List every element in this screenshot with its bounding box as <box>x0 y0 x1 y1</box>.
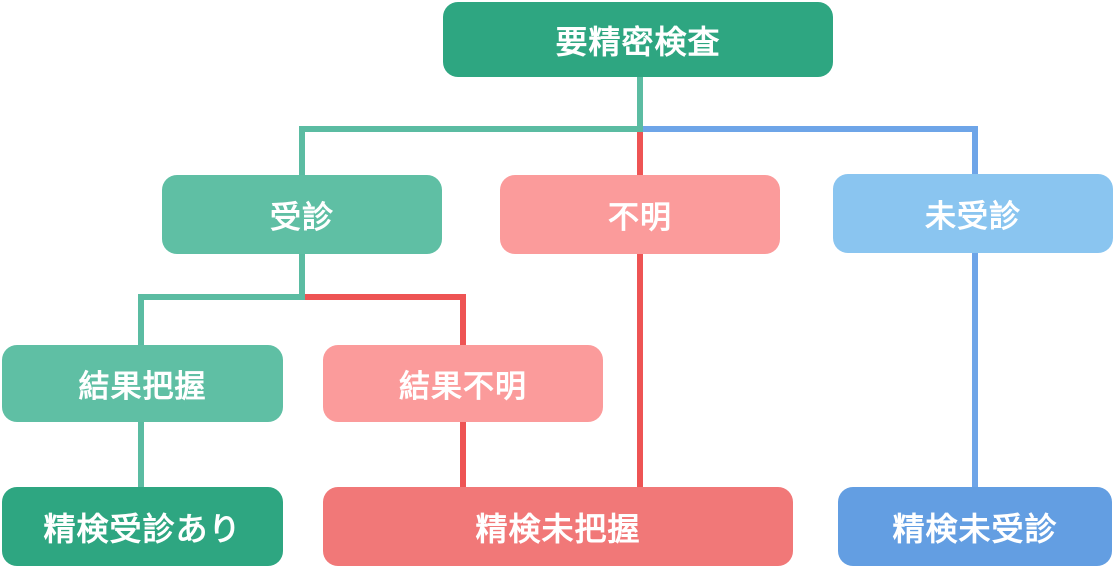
node-result-unknown: 結果不明 <box>323 345 603 422</box>
node-followup-untracked: 精検未把握 <box>323 487 793 566</box>
connector-level1-horizontal-right <box>643 126 978 132</box>
connector-level1-horizontal-left <box>299 126 643 132</box>
connector-drop-not-examined <box>972 126 978 174</box>
connector-drop-result-known <box>138 294 144 345</box>
node-unknown: 不明 <box>500 175 780 254</box>
connector-examined-stem <box>299 253 305 297</box>
connector-root-stem <box>637 76 643 128</box>
node-requires-detailed-examination: 要精密検査 <box>443 2 833 77</box>
connector-level2-horizontal-left <box>138 294 305 300</box>
node-examined: 受診 <box>162 175 442 254</box>
node-followup-attended: 精検受診あり <box>2 487 283 566</box>
node-followup-not-attended: 精検未受診 <box>838 487 1112 566</box>
connector-drop-examined <box>299 126 305 175</box>
connector-not-examined-to-followup-missed <box>972 252 978 487</box>
node-result-known: 結果把握 <box>2 345 283 422</box>
node-not-examined: 未受診 <box>833 174 1113 253</box>
connector-unknown-to-followup-untracked <box>637 253 643 487</box>
connector-drop-result-unknown <box>460 294 466 345</box>
connector-level2-horizontal-right <box>305 294 466 300</box>
connector-result-known-to-followup-attended <box>138 421 144 487</box>
connector-drop-unknown <box>637 132 643 175</box>
connector-result-unknown-to-followup-untracked <box>460 421 466 487</box>
